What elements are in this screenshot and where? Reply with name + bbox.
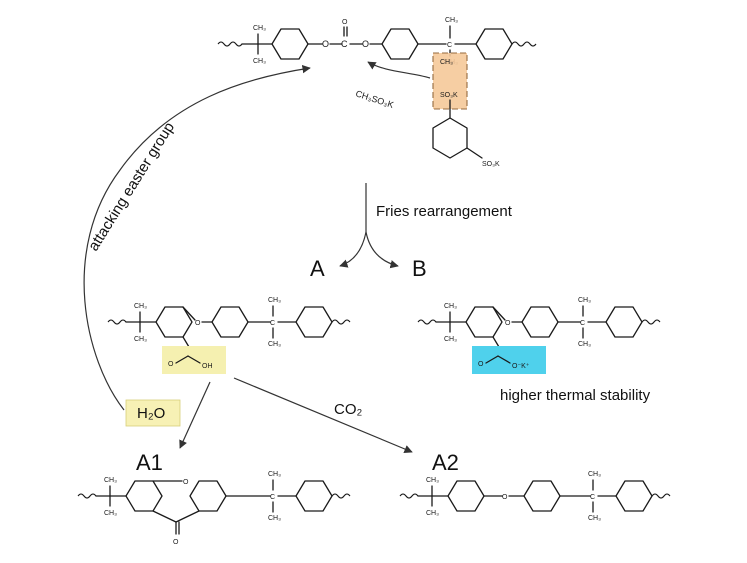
a2-methyl-3: CH₃ (588, 471, 601, 478)
a1-ring-oxygen: O (183, 479, 189, 486)
product-a-structure: CH₃ CH₃ O C CH₃ CH₃ (107, 297, 351, 353)
b-methyl-4: CH₃ (578, 341, 591, 348)
a-methyl-3: CH₃ (268, 297, 281, 304)
a1-methyl-3: CH₃ (268, 471, 281, 478)
salt-highlight-box (472, 346, 546, 374)
boxed-so3k: SO₃K (440, 92, 458, 99)
second-so3k: SO₃K (482, 161, 500, 168)
carbonate-oxygen-2: O (362, 39, 369, 49)
quaternary-carbon: C (447, 42, 452, 49)
fries-split-arrow (339, 183, 399, 269)
b-methyl-1: CH₃ (444, 303, 457, 310)
a-quaternary-carbon: C (270, 320, 275, 327)
b-methyl-2: CH₃ (444, 336, 457, 343)
potassium-carboxylate: O⁻K⁺ (512, 363, 530, 370)
product-a1-structure: CH₃ CH₃ O O C CH₃ CH₃ (77, 471, 351, 546)
a1-methyl-1: CH₃ (104, 477, 117, 484)
polycarbonate-structure: CH₃ CH₃ O C O O C CH₃ CH₃ (217, 17, 537, 66)
product-a2-structure: CH₃ CH₃ O C CH₃ CH₃ (399, 471, 671, 522)
water-box (125, 399, 181, 427)
a1-methyl-4: CH₃ (268, 515, 281, 522)
a1-ketone-oxygen: O (173, 539, 179, 546)
a-methyl-2: CH₃ (134, 336, 147, 343)
b-ether-oxygen: O (505, 320, 511, 327)
a2-ether-oxygen: O (502, 494, 508, 501)
product-b-structure: CH₃ CH₃ O C CH₃ CH₃ (417, 297, 661, 353)
a-methyl-1: CH₃ (134, 303, 147, 310)
a1-methyl-2: CH₃ (104, 510, 117, 517)
a-to-a2-arrow (233, 377, 413, 453)
branch-b-label: B (412, 256, 427, 281)
a2-methyl-1: CH₃ (426, 477, 439, 484)
b-quaternary-carbon: C (580, 320, 585, 327)
a-methyl-4: CH₃ (268, 341, 281, 348)
a2-quaternary-carbon: C (590, 494, 595, 501)
carbonyl-oxygen: O (342, 19, 348, 26)
methyl-top-2: CH₃ (445, 17, 458, 24)
water-label: H₂O (137, 405, 165, 422)
a-ether-oxygen: O (195, 320, 201, 327)
branch-a-label: A (310, 256, 325, 281)
attack-arrow (83, 64, 311, 411)
a-to-a1-arrow (179, 381, 211, 449)
stability-label: higher thermal stability (500, 387, 651, 404)
methyl-top-1: CH₃ (253, 25, 266, 32)
a2-methyl-4: CH₃ (588, 515, 601, 522)
carbonate-oxygen-1: O (322, 39, 329, 49)
reagent-arrow (367, 61, 431, 79)
benzene-disulfonate-structure: SO₃K (432, 99, 500, 168)
boxed-methyl: CH₃ (440, 59, 453, 66)
carbonate-carbon: C (341, 39, 348, 49)
methyl-bottom-1: CH₃ (253, 58, 266, 65)
attack-label: attacking easter group (85, 119, 178, 254)
co2-label: CO₂ (334, 401, 363, 418)
salt-carbonyl-oxygen: O (478, 361, 484, 368)
a1-quaternary-carbon: C (270, 494, 275, 501)
a2-label: A2 (432, 450, 459, 475)
reagent-label: CH₃SO₃K (354, 88, 395, 110)
acid-hydroxyl: OH (202, 363, 213, 370)
fries-label: Fries rearrangement (376, 203, 513, 220)
acid-carbonyl-oxygen: O (168, 361, 174, 368)
a1-label: A1 (136, 450, 163, 475)
a2-methyl-2: CH₃ (426, 510, 439, 517)
b-methyl-3: CH₃ (578, 297, 591, 304)
